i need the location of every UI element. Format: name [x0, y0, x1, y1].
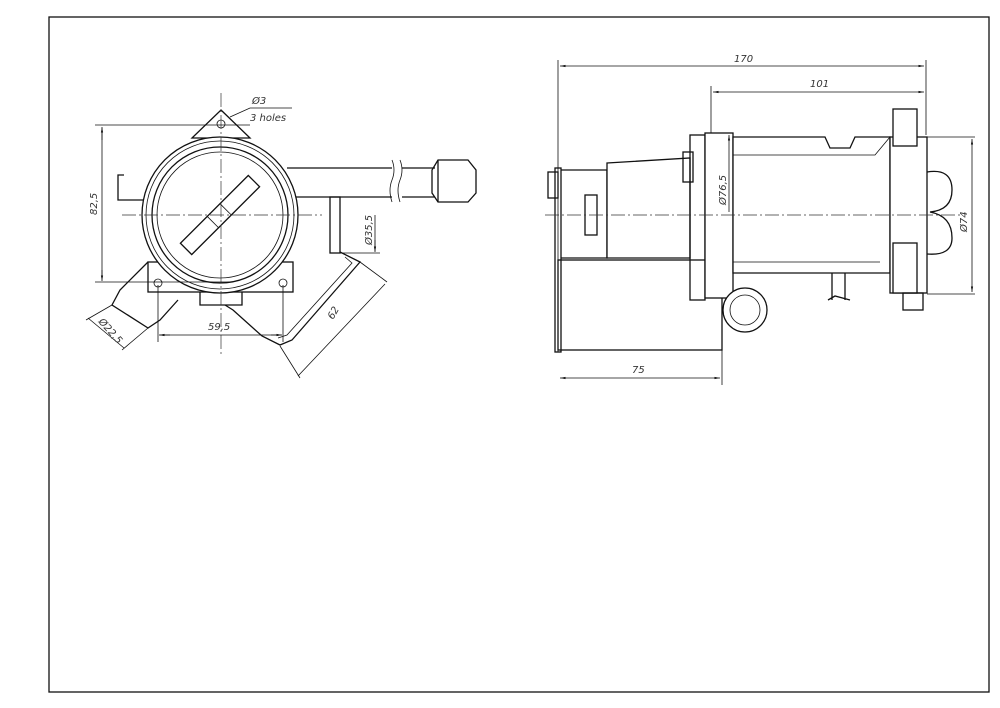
- side-view: 170 101 75 Ø74 Ø76,5: [545, 54, 975, 385]
- pump-body: [732, 136, 891, 274]
- outlet-port: [722, 287, 768, 333]
- dim-hole-spacing: 59,5: [208, 322, 230, 333]
- inlet-lobes: [926, 170, 953, 255]
- dim-inlet-diameter: Ø22,5: [95, 315, 125, 346]
- motor-bracket: [561, 169, 608, 259]
- drawing-frame: [48, 16, 990, 693]
- dim-cap-diameter: Ø74: [958, 211, 970, 233]
- inlet-pipe: [111, 261, 179, 329]
- dim-height: 82,5: [89, 193, 100, 215]
- front-view: 82,5 Ø3 3 holes Ø35,5 59,5 62 Ø22,5: [85, 93, 477, 379]
- dim-flange-diameter: Ø76,5: [717, 175, 729, 206]
- dim-motor-length: 75: [632, 365, 645, 376]
- dim-outlet-diameter: Ø35,5: [363, 215, 375, 246]
- dim-overall-length: 170: [734, 54, 753, 65]
- dim-hole-diameter: Ø3: [251, 95, 266, 107]
- motor-body: [606, 157, 691, 259]
- flange: [704, 132, 734, 299]
- dim-hole-count: 3 holes: [250, 113, 286, 124]
- impeller-shaft: [179, 174, 261, 256]
- outlet-hose: [287, 159, 477, 254]
- dim-outlet-length: 62: [326, 305, 342, 322]
- dim-body-length: 101: [810, 79, 829, 90]
- side-hook: [117, 174, 145, 201]
- motor-can: [557, 259, 723, 351]
